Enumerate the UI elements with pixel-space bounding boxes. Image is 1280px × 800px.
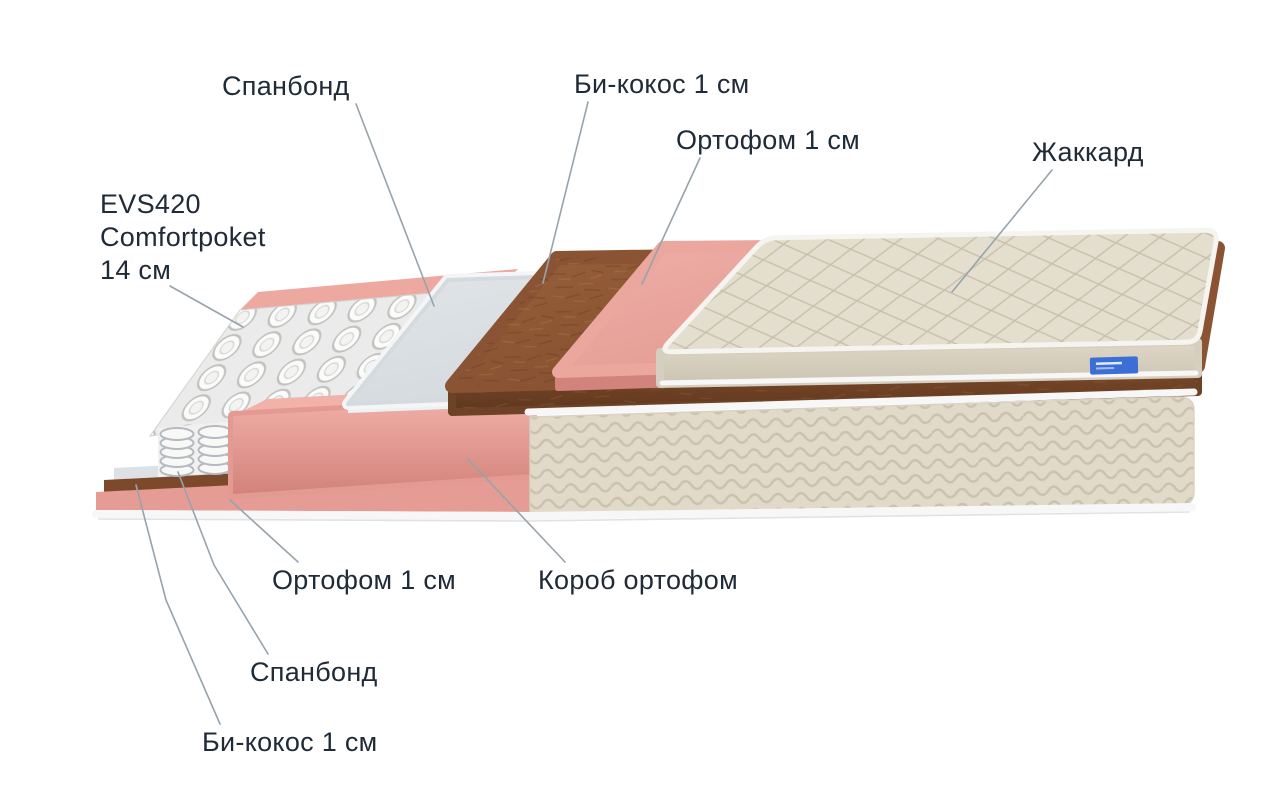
- jacquard-cover: [656, 227, 1219, 388]
- leader-orthofoam-bottom: [229, 499, 299, 563]
- leader-spunbond-bottom: [177, 471, 269, 655]
- label-orthofoam-top: Ортофом 1 см: [676, 125, 860, 155]
- leader-jacquard: [951, 169, 1053, 293]
- leader-korob: [466, 457, 566, 563]
- box-bottom-piping: [92, 503, 1196, 521]
- leader-spunbond-top: [355, 103, 435, 307]
- label-korob-orthofoam: Короб ортофом: [538, 565, 738, 595]
- jacquard-bottom-piping: [659, 370, 1199, 386]
- leader-lines: [135, 101, 1053, 725]
- label-spunbond-bottom: Спанбонд: [250, 657, 378, 687]
- label-bicocos-bottom: Би-кокос 1 см: [202, 727, 378, 757]
- label-spunbond-top: Спанбонд: [222, 71, 350, 101]
- mattress-box: [92, 388, 1198, 522]
- jacquard-piping: [662, 227, 1219, 355]
- brand-tag: [1089, 356, 1139, 375]
- leader-bicocos-bottom: [135, 484, 221, 725]
- label-orthofoam-bottom: Ортофом 1 см: [272, 565, 456, 595]
- label-jacquard: Жаккард: [1032, 137, 1144, 167]
- leader-orthofoam-top: [641, 157, 701, 285]
- label-bicocos-top: Би-кокос 1 см: [574, 69, 750, 99]
- label-evs420: EVS420 Comfortpoket 14 см: [100, 189, 266, 285]
- box-front-face: [529, 396, 1195, 517]
- leader-evs420: [169, 285, 244, 328]
- leader-bicocos-top: [542, 101, 589, 284]
- box-top-piping: [524, 388, 1198, 416]
- spring-coils: [158, 421, 236, 477]
